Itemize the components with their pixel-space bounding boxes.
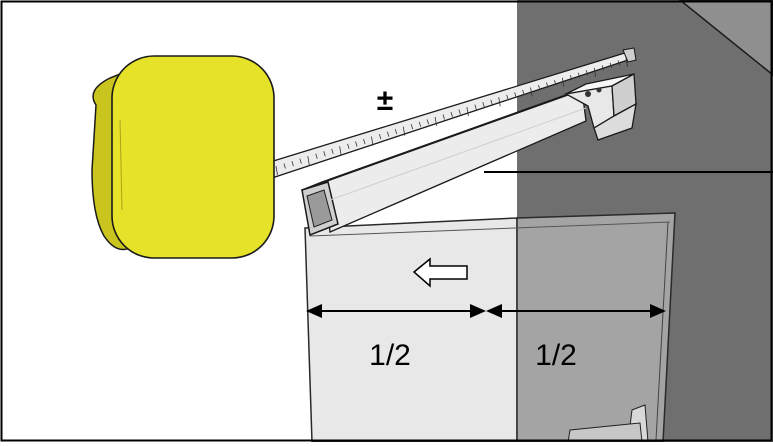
bar-end-inner xyxy=(306,189,333,228)
tape-tick xyxy=(347,143,350,150)
tape-tick xyxy=(299,158,302,164)
tape-tick xyxy=(522,89,525,96)
tape-measure-body xyxy=(111,55,275,259)
corner-wall xyxy=(678,0,773,76)
tape-tick xyxy=(474,104,477,110)
tape-blade-hook xyxy=(622,47,637,63)
bracket-screw xyxy=(596,87,602,93)
dimension-left-head-right xyxy=(470,304,486,318)
tape-tick xyxy=(418,121,422,127)
dimension-right-head-left xyxy=(486,304,502,318)
tape-tick xyxy=(275,165,278,176)
tape-blade-ticks xyxy=(275,57,628,176)
tape-tick xyxy=(577,72,581,78)
tape-tick xyxy=(323,151,326,157)
glass-panel-dark xyxy=(516,212,676,443)
tape-tick xyxy=(339,146,342,156)
glass-panel xyxy=(304,212,676,443)
tape-tick xyxy=(458,109,461,115)
tape-tick xyxy=(490,99,493,105)
tape-tick xyxy=(291,160,294,167)
bar-highlight xyxy=(329,107,587,201)
tape-tick xyxy=(498,97,501,107)
tape-tick xyxy=(538,84,541,91)
half-right-label: 1/2 xyxy=(535,339,577,372)
tape-tick xyxy=(466,107,469,117)
tape-tick xyxy=(609,62,612,69)
tape-tick xyxy=(625,57,628,68)
tape-tick xyxy=(617,60,620,66)
tape-tick xyxy=(371,136,374,146)
tape-tick xyxy=(561,77,565,87)
dimension-left xyxy=(306,304,486,318)
half-left-label: 1/2 xyxy=(369,339,411,372)
glass-edge-top xyxy=(309,221,671,237)
tape-tick xyxy=(426,119,430,125)
tape-tick xyxy=(283,163,286,169)
tape-tick xyxy=(434,116,437,126)
dimension-left-head-left xyxy=(306,304,322,318)
tape-tick xyxy=(410,124,414,130)
left-arrow-icon xyxy=(412,257,468,288)
tape-tick xyxy=(585,70,589,76)
tape-tick xyxy=(530,87,533,97)
stabilizer-bar xyxy=(300,81,603,237)
tape-tick xyxy=(442,114,445,120)
tape-tick xyxy=(593,67,597,77)
dimension-right xyxy=(486,304,666,318)
tape-tick xyxy=(601,65,605,71)
bracket-screw xyxy=(585,91,591,97)
tape-tick xyxy=(482,102,485,108)
tape-tick xyxy=(315,153,318,159)
tape-tick xyxy=(363,138,366,145)
wall-bracket xyxy=(564,72,637,141)
tape-measure-seam xyxy=(119,119,123,211)
tape-tick xyxy=(331,148,334,154)
tape-tick xyxy=(506,94,509,100)
glass-edge-right xyxy=(655,221,669,441)
tape-tick xyxy=(514,92,517,98)
tape-tick xyxy=(394,129,398,135)
tape-tick xyxy=(355,141,358,147)
tape-tick xyxy=(386,131,390,137)
dimension-right-head-right xyxy=(650,304,666,318)
tape-tick xyxy=(569,75,573,81)
tolerance-symbol: ± xyxy=(377,84,393,117)
tape-tick xyxy=(450,111,453,118)
tape-tick xyxy=(379,133,382,140)
bracket-base xyxy=(593,102,637,141)
tape-tick xyxy=(307,156,310,166)
tape-tick xyxy=(402,126,406,136)
glass-panel-light xyxy=(304,217,518,443)
tape-measure xyxy=(91,55,275,259)
tape-tick xyxy=(546,82,549,88)
tape-tick xyxy=(554,79,557,86)
